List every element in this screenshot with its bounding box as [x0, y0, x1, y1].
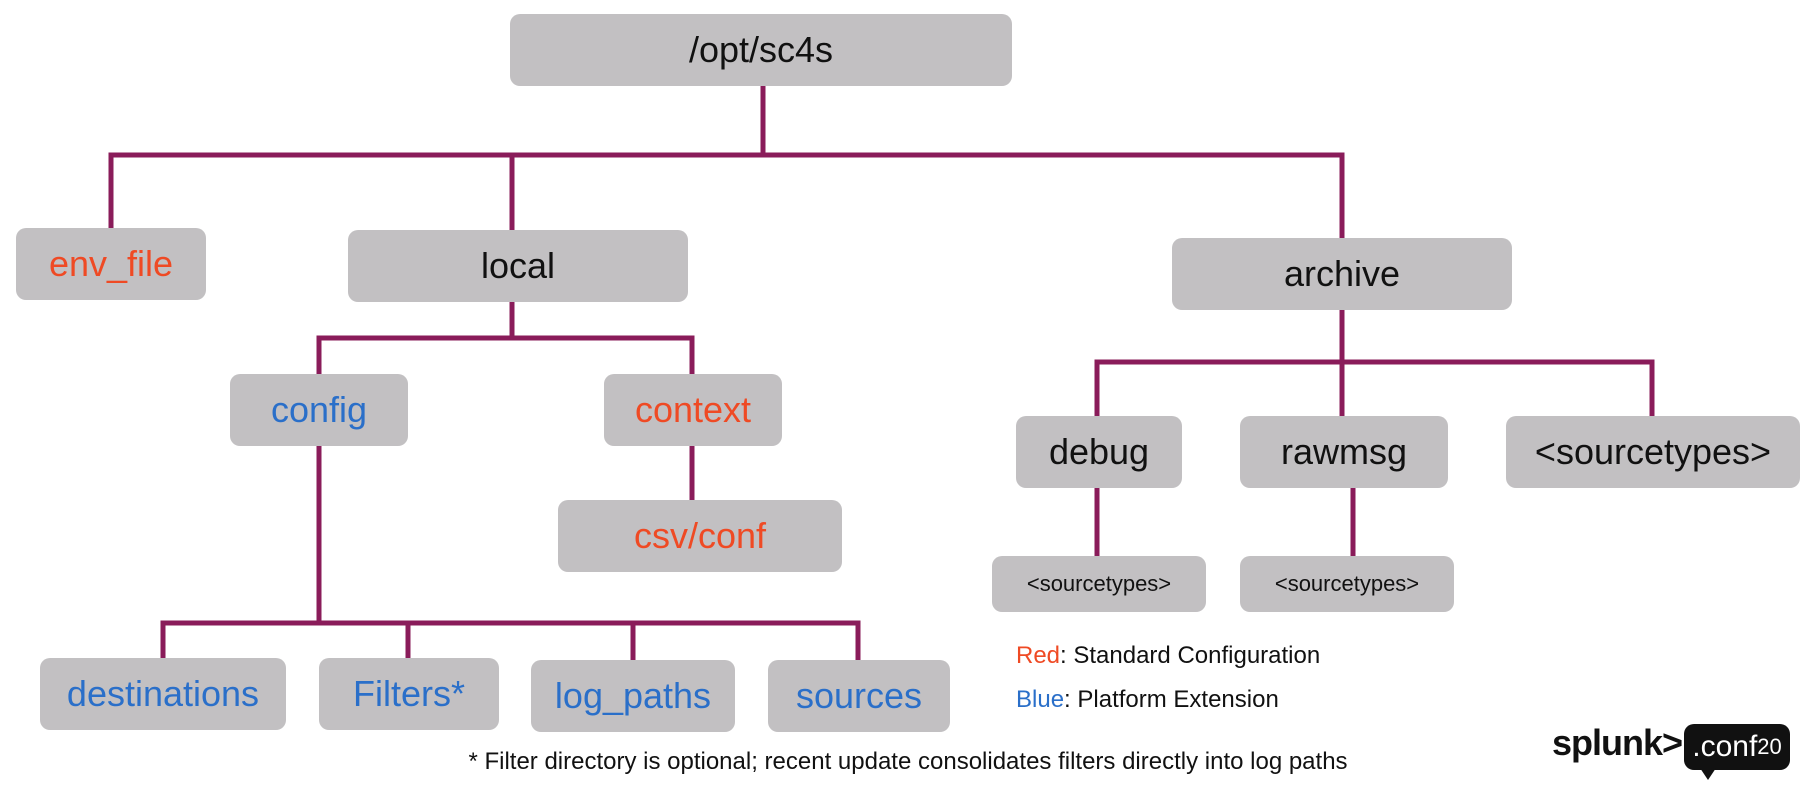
node-root: /opt/sc4s: [510, 14, 1012, 86]
legend-red-word: Red: [1016, 642, 1061, 669]
node-destinations: destinations: [40, 658, 286, 730]
node-config: config: [230, 374, 408, 446]
legend-blue-desc: : Platform Extension: [1064, 686, 1279, 713]
node-env-file: env_file: [16, 228, 206, 300]
node-rawmsg: rawmsg: [1240, 416, 1448, 488]
node-sourcetypes-rawmsg: <sourcetypes>: [1240, 556, 1454, 612]
splunk-logo: splunk>: [1552, 722, 1683, 763]
legend-blue-word: Blue: [1016, 686, 1065, 713]
node-sourcetypes-archive: <sourcetypes>: [1506, 416, 1800, 488]
conf-logo-year: 20: [1757, 734, 1782, 759]
node-csv-conf: csv/conf: [558, 500, 842, 572]
conf20-logo-tail-icon: [1700, 768, 1716, 780]
legend-blue: Blue: Platform Extension: [1016, 686, 1279, 714]
node-sourcetypes-debug: <sourcetypes>: [992, 556, 1206, 612]
node-local: local: [348, 230, 688, 302]
node-log-paths: log_paths: [531, 660, 735, 732]
node-context: context: [604, 374, 782, 446]
node-debug: debug: [1016, 416, 1182, 488]
node-filters: Filters*: [319, 658, 499, 730]
node-archive: archive: [1172, 238, 1512, 310]
legend-red-desc: : Standard Configuration: [1060, 642, 1321, 669]
conf-logo-text: .conf: [1692, 730, 1758, 763]
footnote: * Filter directory is optional; recent u…: [468, 748, 1348, 775]
node-sources: sources: [768, 660, 950, 732]
legend-red: Red: Standard Configuration: [1016, 642, 1320, 670]
